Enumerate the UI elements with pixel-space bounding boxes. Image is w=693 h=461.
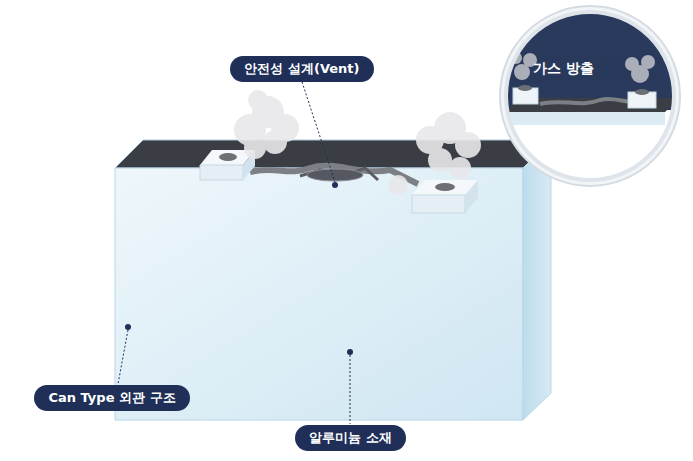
callout-text: 안전성 설계(Vent) [244,60,359,78]
leader-line [118,82,350,424]
magnifier [500,6,680,190]
leader-dot [125,324,353,355]
callout-pill: 안전성 설계(Vent) [230,56,374,82]
gas-cloud [234,90,481,195]
callout-pill: Can Type 외관 구조 [34,385,190,411]
gas-label: 가스 방출 [533,60,594,78]
callout-text: Can Type 외관 구조 [48,389,175,407]
callout-text: 알루미늄 소재 [309,429,392,447]
callout-pill: 알루미늄 소재 [295,425,406,451]
battery-can [115,140,551,420]
